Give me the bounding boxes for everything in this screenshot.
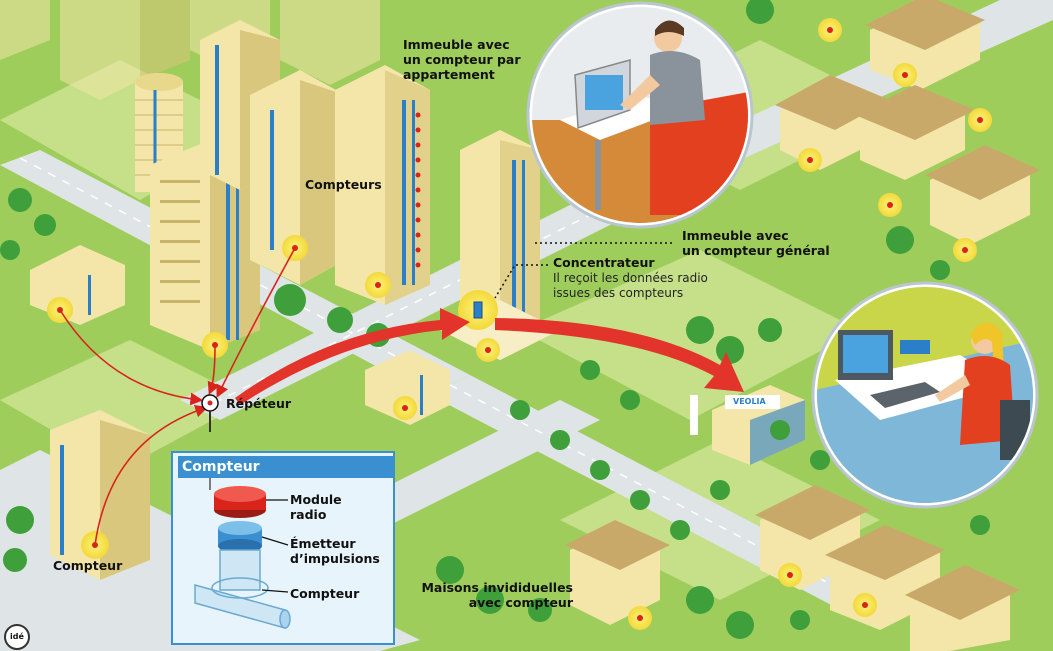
signal-arrows [59, 247, 296, 546]
repeater-icon [201, 394, 219, 432]
credit-logo: idé [4, 624, 30, 650]
trees [0, 0, 990, 639]
legend-title: Compteur [178, 456, 394, 478]
inset-office-operator [811, 281, 1039, 509]
label-apartment-building: Immeuble avec un compteur par appartemen… [403, 37, 521, 82]
label-houses: Maisons invididuelles avec compteur [421, 580, 573, 610]
label-general-meter-building: Immeuble avec un compteur général [682, 228, 830, 258]
legend-radio-module: Module radio [290, 492, 342, 522]
veolia-sign: VEOLIA [733, 397, 766, 406]
houses [565, 0, 1040, 651]
legend-pulse-emitter: Émetteur d’impulsions [290, 536, 380, 566]
data-arrow-to-concentrator [235, 308, 470, 405]
inset-home-user [526, 1, 754, 229]
small-buildings [30, 245, 450, 580]
label-concentrator-description: Il reçoit les données radio issues des c… [553, 271, 708, 300]
legend-meter: Compteur [290, 586, 360, 601]
meters-building [335, 65, 430, 305]
meter-legend-panel [171, 451, 395, 645]
apartment-building [250, 70, 345, 285]
concentrator-device [473, 301, 483, 319]
data-arrow-to-veolia [495, 318, 744, 392]
tall-building-left [150, 140, 260, 350]
leader-lines [494, 242, 675, 299]
label-meter-bottom: Compteur [53, 558, 123, 573]
label-concentrator: Concentrateur [553, 255, 655, 270]
label-repeater: Répéteur [226, 396, 292, 411]
label-meters: Compteurs [305, 177, 382, 192]
